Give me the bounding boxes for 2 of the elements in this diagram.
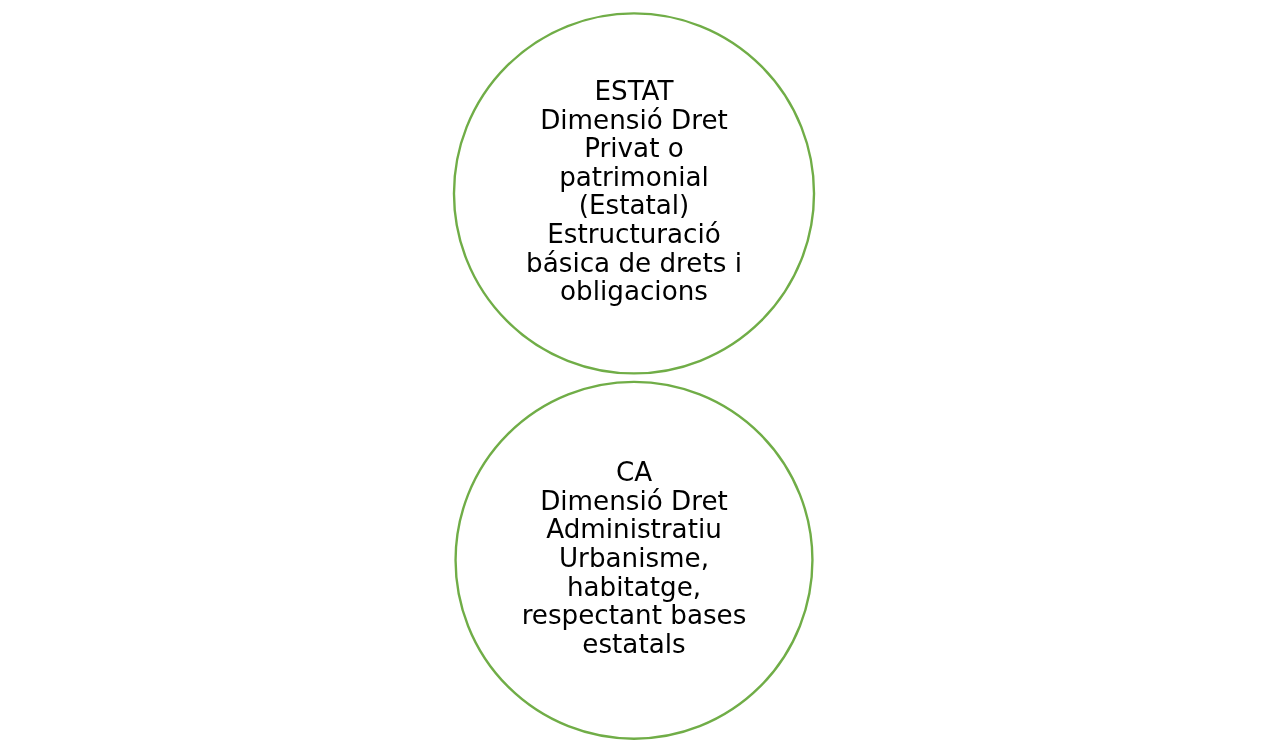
node-circle: CA Dimensió Dret Administratiu Urbanisme, habitatge, respectant bases estatals: [454, 380, 814, 740]
node-circle: ESTAT Dimensió Dret Privat o patrimonial (Estatal) Estructuració básica de drets i obligacions: [452, 12, 816, 375]
